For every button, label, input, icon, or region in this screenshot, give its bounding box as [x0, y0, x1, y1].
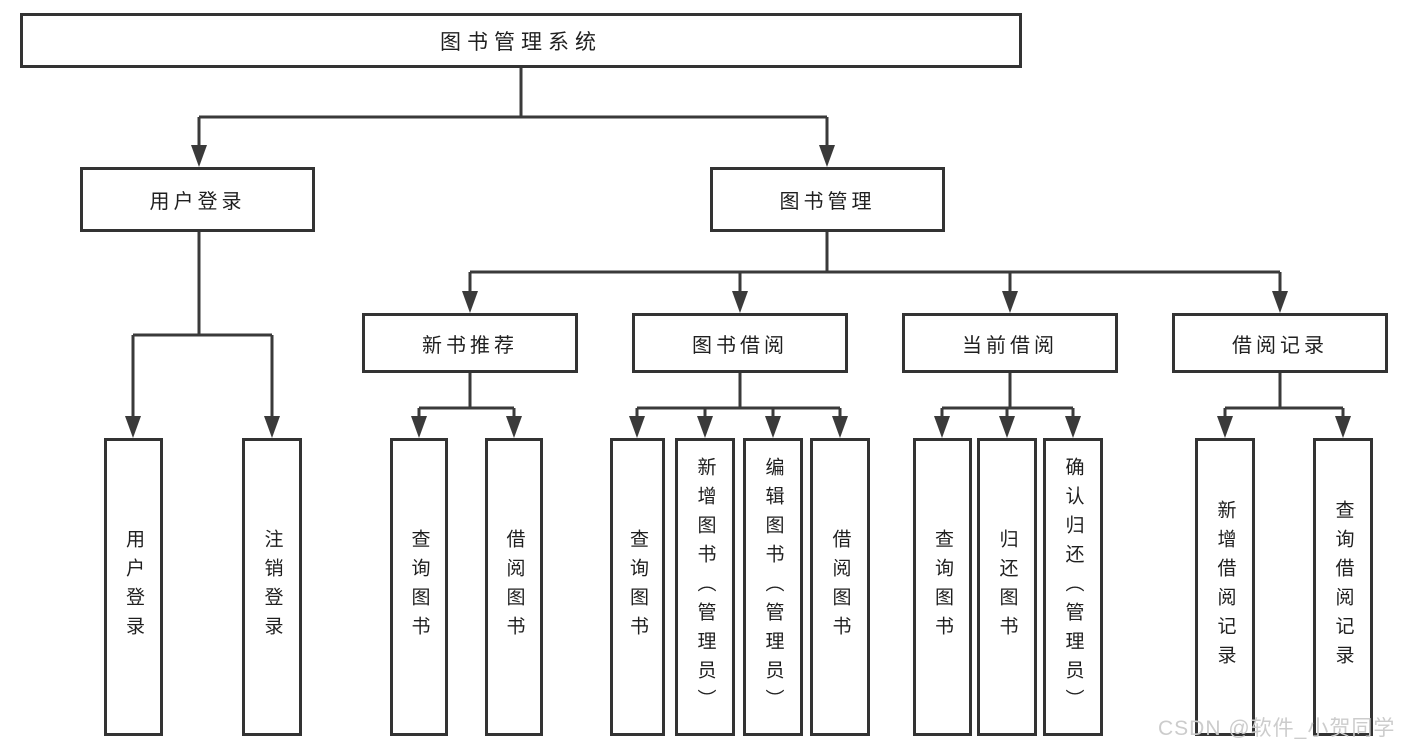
node-label: 查询图书: [932, 529, 953, 645]
arrowheads: [125, 145, 1351, 438]
node-new-book-recommend: 新书推荐: [362, 313, 578, 373]
node-label: 当前借阅: [962, 334, 1058, 357]
leaf-borrow-books: 借阅图书: [810, 438, 870, 736]
node-label: 查询图书: [408, 529, 430, 645]
node-label: 查询图书: [627, 529, 648, 645]
node-label: 用户登录: [123, 529, 144, 645]
node-label: 编辑图书（管理员）: [762, 456, 784, 718]
node-label: 新书推荐: [422, 334, 518, 357]
leaf-query-books-current: 查询图书: [913, 438, 972, 736]
node-user-login: 用户登录: [80, 167, 315, 232]
node-borrow-records: 借阅记录: [1172, 313, 1388, 373]
node-label: 归还图书: [996, 529, 1018, 645]
node-label: 图书管理: [779, 191, 876, 213]
node-book-management: 图书管理: [710, 167, 945, 232]
node-label: 新增图书（管理员）: [694, 456, 716, 718]
node-book-borrow: 图书借阅: [632, 313, 848, 373]
leaf-add-book-admin: 新增图书（管理员）: [675, 438, 735, 736]
leaf-return-book: 归还图书: [977, 438, 1037, 736]
leaf-logout: 注销登录: [242, 438, 302, 736]
node-label: 查询借阅记录: [1332, 500, 1354, 674]
node-label: 图书借阅: [692, 334, 788, 357]
leaf-user-login: 用户登录: [104, 438, 163, 736]
leaf-confirm-return-admin: 确认归还（管理员）: [1043, 438, 1103, 736]
node-label: 借阅图书: [503, 529, 525, 645]
leaf-query-books-borrow: 查询图书: [610, 438, 665, 736]
node-library-management-system: 图书管理系统: [20, 13, 1022, 68]
node-label: 借阅记录: [1232, 334, 1328, 357]
csdn-watermark: CSDN @软件_小贺同学: [1158, 717, 1396, 740]
node-label: 确认归还（管理员）: [1062, 456, 1084, 718]
node-label: 新增借阅记录: [1214, 500, 1236, 674]
leaf-query-books-recommend: 查询图书: [390, 438, 448, 736]
leaf-add-borrow-record: 新增借阅记录: [1195, 438, 1255, 736]
leaf-query-borrow-record: 查询借阅记录: [1313, 438, 1373, 736]
leaf-edit-book-admin: 编辑图书（管理员）: [743, 438, 803, 736]
node-label: 注销登录: [261, 529, 283, 645]
leaf-borrow-books-recommend: 借阅图书: [485, 438, 543, 736]
node-label: 借阅图书: [829, 529, 851, 645]
node-label: 用户登录: [149, 191, 246, 213]
node-label: 图书管理系统: [440, 30, 602, 54]
node-current-borrow: 当前借阅: [902, 313, 1118, 373]
